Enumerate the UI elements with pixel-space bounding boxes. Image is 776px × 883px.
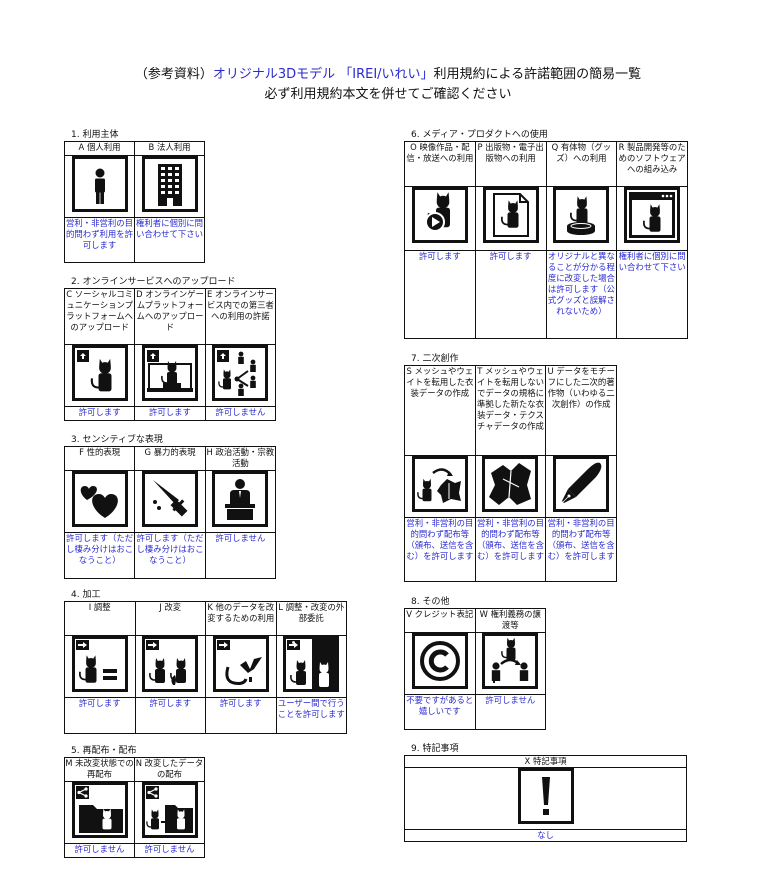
section-1-label: 1. 利用主体 bbox=[71, 130, 119, 140]
status-s: 営利・非営利の目的問わず配布等（頒布、送信を含む）を許可します bbox=[404, 517, 476, 582]
status-q: オリジナルと異なることが分かる程度に改変した場合は許可します（公式グッズと誤解さ… bbox=[545, 250, 618, 339]
header-d: D オンラインゲームプラットフォームへのアップロード bbox=[134, 288, 206, 345]
header-b: B 法人利用 bbox=[134, 141, 205, 156]
status-j: 許可します bbox=[134, 697, 206, 734]
status-d: 許可します bbox=[134, 406, 206, 421]
header-h: H 政治活動・宗教活動 bbox=[204, 446, 277, 471]
transfer-rights-icon bbox=[482, 633, 539, 689]
section-9-table: X 特記事項 なし bbox=[404, 755, 687, 842]
header-w: W 権利義務の譲渡等 bbox=[474, 608, 546, 633]
share-folder-icon bbox=[71, 782, 128, 838]
header-x: X 特記事項 bbox=[404, 755, 687, 768]
section-5-table: M 未改変状態での再配布 N 改変したデータの配布 許可しません 許可しません bbox=[64, 757, 205, 858]
section-6-label: 6. メディア・プロダクトへの使用 bbox=[411, 130, 548, 140]
person-icon bbox=[71, 156, 128, 212]
copyright-icon bbox=[411, 633, 468, 689]
header-c: C ソーシャルコミュニケーションプラットフォームへのアップロード bbox=[63, 288, 136, 345]
software-window-icon bbox=[624, 187, 681, 243]
exclamation-icon bbox=[517, 768, 574, 824]
building-icon bbox=[141, 156, 198, 212]
status-e: 許可しません bbox=[204, 406, 277, 421]
section-5-label: 5. 再配布・配布 bbox=[71, 746, 137, 756]
section-6-table: O 映像作品・配信・放送への利用 P 出版物・電子出版物への利用 Q 有体物（グ… bbox=[404, 141, 688, 339]
video-play-icon bbox=[411, 187, 468, 243]
costume-icon bbox=[482, 456, 539, 512]
status-i: 許可します bbox=[64, 697, 136, 734]
section-8-label: 8. その他 bbox=[411, 597, 450, 607]
status-x: なし bbox=[404, 829, 687, 842]
status-v: 不要ですがあると嬉しいです bbox=[404, 694, 476, 730]
status-t: 営利・非営利の目的問わず配布等（頒布、送信を含む）を許可します bbox=[474, 517, 547, 582]
knife-icon bbox=[141, 471, 198, 527]
section-1-table: A 個人利用 B 法人利用 営利・非営利の目的問わず利用を許可します 権利者に個… bbox=[64, 141, 205, 263]
status-g: 許可します（ただし棲み分けはおこなうこと） bbox=[134, 532, 206, 579]
section-3-table: F 性的表現 G 暴力的表現 H 政治活動・宗教活動 許可します（ただし棲み分け… bbox=[63, 446, 277, 579]
status-p: 許可します bbox=[474, 250, 547, 339]
upload-avatar-icon bbox=[71, 345, 128, 401]
title-suffix: 利用規約による許諾範囲の簡易一覧 bbox=[433, 67, 642, 82]
status-w: 許可しません bbox=[474, 694, 546, 730]
upload-share-icon bbox=[212, 345, 269, 401]
status-u: 営利・非営利の目的問わず配布等（頒布、送信を含む）を許可します bbox=[545, 517, 617, 582]
header-s: S メッシュやウェイトを転用した衣装データの作成 bbox=[404, 365, 476, 456]
header-n: N 改変したデータの配布 bbox=[134, 757, 205, 782]
costume-transfer-icon bbox=[411, 456, 468, 512]
section-2-table: C ソーシャルコミュニケーションプラットフォームへのアップロード D オンライン… bbox=[63, 288, 277, 421]
section-4-table: I 調整 J 改変 K 他のデータを改変するための利用 L 調整・改変の外部委託… bbox=[64, 601, 347, 734]
parts-icon bbox=[212, 636, 269, 692]
header-f: F 性的表現 bbox=[63, 446, 136, 471]
pen-nib-icon bbox=[553, 456, 610, 512]
header-u: U データをモチーフにした二次的著作物（いわゆる二次創作）の作成 bbox=[545, 365, 617, 456]
modify-icon bbox=[142, 636, 199, 692]
status-b: 権利者に個別に問い合わせて下さい bbox=[134, 217, 205, 263]
podium-icon bbox=[212, 471, 269, 527]
title-model-name: オリジナル3Dモデル 「IREI/いれい」 bbox=[212, 67, 434, 82]
section-9-label: 9. 特記事項 bbox=[411, 744, 459, 754]
status-l: ユーザー間で行うことを許可します bbox=[275, 697, 347, 734]
header-i: I 調整 bbox=[64, 601, 136, 636]
section-7-label: 7. 二次創作 bbox=[411, 354, 459, 364]
header-v: V クレジット表記 bbox=[404, 608, 476, 633]
status-a: 営利・非営利の目的問わず利用を許可します bbox=[64, 217, 135, 263]
document-subtitle: 必ず利用規約本文を併せてご確認ください bbox=[264, 87, 512, 102]
adjust-equal-icon bbox=[71, 636, 128, 692]
header-p: P 出版物・電子出版物への利用 bbox=[474, 141, 547, 187]
section-8-table: V クレジット表記 W 権利義務の譲渡等 不要ですがあると嬉しいです 許可しませ… bbox=[404, 608, 546, 730]
header-a: A 個人利用 bbox=[64, 141, 135, 156]
document-title: （参考資料）オリジナル3Dモデル 「IREI/いれい」利用規約による許諾範囲の簡… bbox=[0, 66, 776, 84]
section-3-label: 3. センシティブな表現 bbox=[71, 435, 163, 445]
header-e: E オンラインサービス内での第三者への利用の許諾 bbox=[204, 288, 277, 345]
header-g: G 暴力的表現 bbox=[134, 446, 206, 471]
section-2-label: 2. オンラインサービスへのアップロード bbox=[71, 277, 236, 287]
title-prefix: （参考資料） bbox=[134, 67, 213, 82]
header-m: M 未改変状態での再配布 bbox=[64, 757, 135, 782]
header-o: O 映像作品・配信・放送への利用 bbox=[404, 141, 476, 187]
header-r: R 製品開発等のためのソフトウェアへの組み込み bbox=[616, 141, 688, 187]
status-c: 許可します bbox=[63, 406, 136, 421]
upload-monitor-icon bbox=[141, 345, 198, 401]
status-k: 許可します bbox=[205, 697, 277, 734]
status-r: 権利者に個別に問い合わせて下さい bbox=[616, 250, 688, 339]
status-n: 許可しません bbox=[134, 843, 205, 858]
share-modified-icon bbox=[141, 782, 198, 838]
status-f: 許可します（ただし棲み分けはおこなうこと） bbox=[63, 532, 136, 579]
header-t: T メッシュやウェイトを転用しないでデータの規格に準拠した新たな衣装データ・テク… bbox=[474, 365, 547, 456]
status-h: 許可しません bbox=[204, 532, 277, 579]
hearts-icon bbox=[71, 471, 128, 527]
status-m: 許可しません bbox=[64, 843, 135, 858]
header-q: Q 有体物（グッズ）への利用 bbox=[545, 141, 618, 187]
status-o: 許可します bbox=[404, 250, 476, 339]
figure-stand-icon bbox=[553, 187, 610, 243]
document-icon bbox=[482, 187, 539, 243]
outsource-icon bbox=[283, 636, 340, 692]
header-l: L 調整・改変の外部委託 bbox=[275, 601, 347, 636]
section-4-label: 4. 加工 bbox=[71, 590, 101, 600]
header-j: J 改変 bbox=[134, 601, 206, 636]
section-7-table: S メッシュやウェイトを転用した衣装データの作成 T メッシュやウェイトを転用し… bbox=[404, 365, 617, 582]
header-k: K 他のデータを改変するための利用 bbox=[205, 601, 277, 636]
